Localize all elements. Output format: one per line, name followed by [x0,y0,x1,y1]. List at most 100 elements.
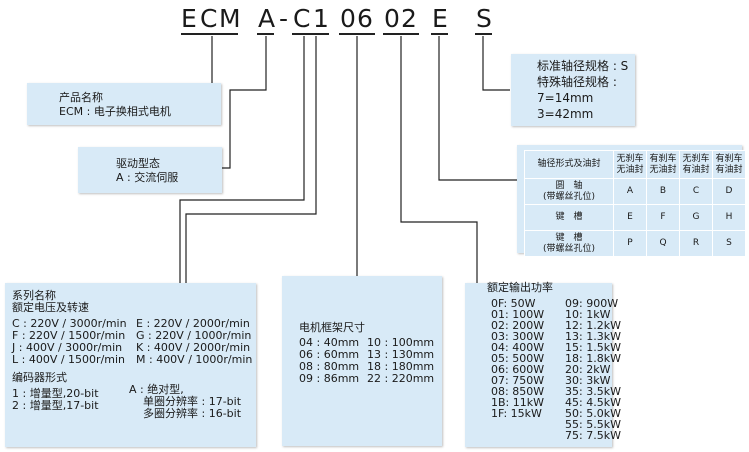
frame-18: 18 : 180mm [367,360,435,373]
seal-table-cell: E [613,204,647,231]
speed-g: G : 220V / 1000r/min [136,329,252,342]
power-1f: 1F: 15kW [491,407,542,420]
encoder-a-multi: 多圈分辨率 : 16-bit [143,407,242,420]
shaft-spec-line-special: 特殊轴径规格 : [537,75,617,89]
frame-10: 10 : 100mm [367,336,435,349]
speed-l: L : 400V / 1500r/min [12,353,126,366]
speed-j: J : 400V / 3000r/min [12,341,123,354]
code-char-6: 6 [357,4,373,33]
seal-table-row-label: 键 槽 [524,204,614,231]
code-char-2: 2 [401,4,417,33]
shaft-spec-line-3: 3=42mm [537,107,594,121]
speed-f: F : 220V / 1500r/min [12,329,126,342]
frame-22: 22 : 220mm [367,372,435,385]
seal-table-header-4: 有刹车 有油封 [712,150,746,179]
power-35: 35: 3.5kW [565,385,621,398]
speed-e: E : 220V / 2000r/min [136,317,250,330]
frame-13: 13 : 130mm [367,348,435,361]
code-char-c2: C [293,4,311,33]
power-20: 20: 2kW [565,363,611,376]
product-name-box: 产品名称 ECM : 电子换相式电机 [27,83,221,125]
power-title: 额定输出功率 [487,281,553,294]
seal-table-cell: A [613,178,647,205]
seal-table-header-1: 无刹车 无油封 [613,150,647,179]
underline-s [475,33,492,35]
power-50: 50: 5.0kW [565,407,621,420]
code-char-c: C [200,4,218,33]
underline-c1 [292,33,329,35]
encoder-a: A : 绝对型, [129,383,184,396]
seal-table-cell: D [712,178,746,205]
connector-shaft [482,36,510,91]
power-55: 55: 5.5kW [565,418,621,431]
series-box: 系列名称 额定电压及转速 C : 220V / 3000r/min F : 22… [5,283,256,447]
underline-02 [383,33,419,35]
underline-e [431,33,448,35]
power-02: 02: 200W [491,319,545,332]
frame-08: 08 : 80mm [299,360,360,373]
shaft-spec-box: 标准轴径规格 : S 特殊轴径规格 : 7=14mm 3=42mm [511,54,635,126]
connector-seal [438,36,517,181]
connector-a [222,36,267,169]
seal-table-cell: P [613,230,647,257]
connector-series-1 [179,36,305,284]
power-18: 18: 1.8kW [565,352,621,365]
power-09: 09: 900W [565,297,619,310]
power-04: 04: 400W [491,341,545,354]
power-01: 01: 100W [491,308,545,321]
seal-table-header-2: 有刹车 无油封 [646,150,680,179]
code-char-e: E [181,4,197,33]
seal-table-row: 键 槽 E F G H [524,204,746,231]
power-05: 05: 500W [491,352,545,365]
power-13: 13: 1.3kW [565,330,621,343]
encoder-1: 1 : 增量型,20-bit [12,387,99,400]
product-name-title: 产品名称 [59,91,103,104]
code-char-0b: 0 [384,4,400,33]
series-title: 系列名称 [12,289,56,302]
shaft-spec-line-standard: 标准轴径规格 : S [537,59,629,73]
power-03: 03: 300W [491,330,545,343]
power-30: 30: 3kW [565,374,611,387]
seal-table-cell: S [712,230,746,257]
shaft-spec-line-7: 7=14mm [537,91,594,105]
speed-m: M : 400V / 1000r/min [136,353,253,366]
seal-table-cell: R [679,230,713,257]
drive-type-title: 驱动型态 [116,157,160,170]
seal-table-cell: G [679,204,713,231]
drive-type-box: 驱动型态 A : 交流伺服 [78,147,222,193]
frame-06: 06 : 60mm [299,348,360,361]
seal-table-header-label: 轴径形式及油封 [524,150,614,179]
code-char-dash: - [279,4,289,33]
power-box: 额定输出功率 0F: 50W 01: 100W 02: 200W 03: 300… [465,281,621,447]
underline-ecm [181,33,238,35]
power-75: 75: 7.5kW [565,429,621,442]
connector-power [400,36,478,284]
code-char-e2: E [432,4,448,33]
frame-title: 电机框架尺寸 [299,321,365,334]
encoder-title: 编码器形式 [12,371,67,384]
frame-04: 04 : 40mm [299,336,360,349]
code-char-s: S [476,4,492,33]
power-15: 15: 1.5kW [565,341,621,354]
seal-table-cell: C [679,178,713,205]
seal-table-row-label: 键 槽 (带螺丝孔位) [524,230,614,257]
drive-type-value: A : 交流伺服 [116,171,179,184]
code-char-0a: 0 [340,4,356,33]
seal-table-header-3: 无刹车 有油封 [679,150,713,179]
power-06: 06: 600W [491,363,545,376]
seal-table-header-row: 轴径形式及油封 无刹车 无油封 有刹车 无油封 无刹车 有油封 有刹车 有油封 [524,150,746,179]
encoder-2: 2 : 增量型,17-bit [12,399,99,412]
power-1b: 1B: 11kW [491,396,544,409]
power-08: 08: 850W [491,385,545,398]
seal-table-row: 圆 轴 (带螺丝孔位) A B C D [524,178,746,205]
speed-c: C : 220V / 3000r/min [12,317,127,330]
speed-k: K : 400V / 2000r/min [136,341,251,354]
product-name-value: ECM : 电子换相式电机 [59,105,171,118]
power-10: 10: 1kW [565,308,611,321]
power-45: 45: 4.5kW [565,396,621,409]
power-0f: 0F: 50W [491,297,536,310]
seal-table-cell: H [712,204,746,231]
underline-a [257,33,274,35]
power-07: 07: 750W [491,374,545,387]
power-12: 12: 1.2kW [565,319,621,332]
